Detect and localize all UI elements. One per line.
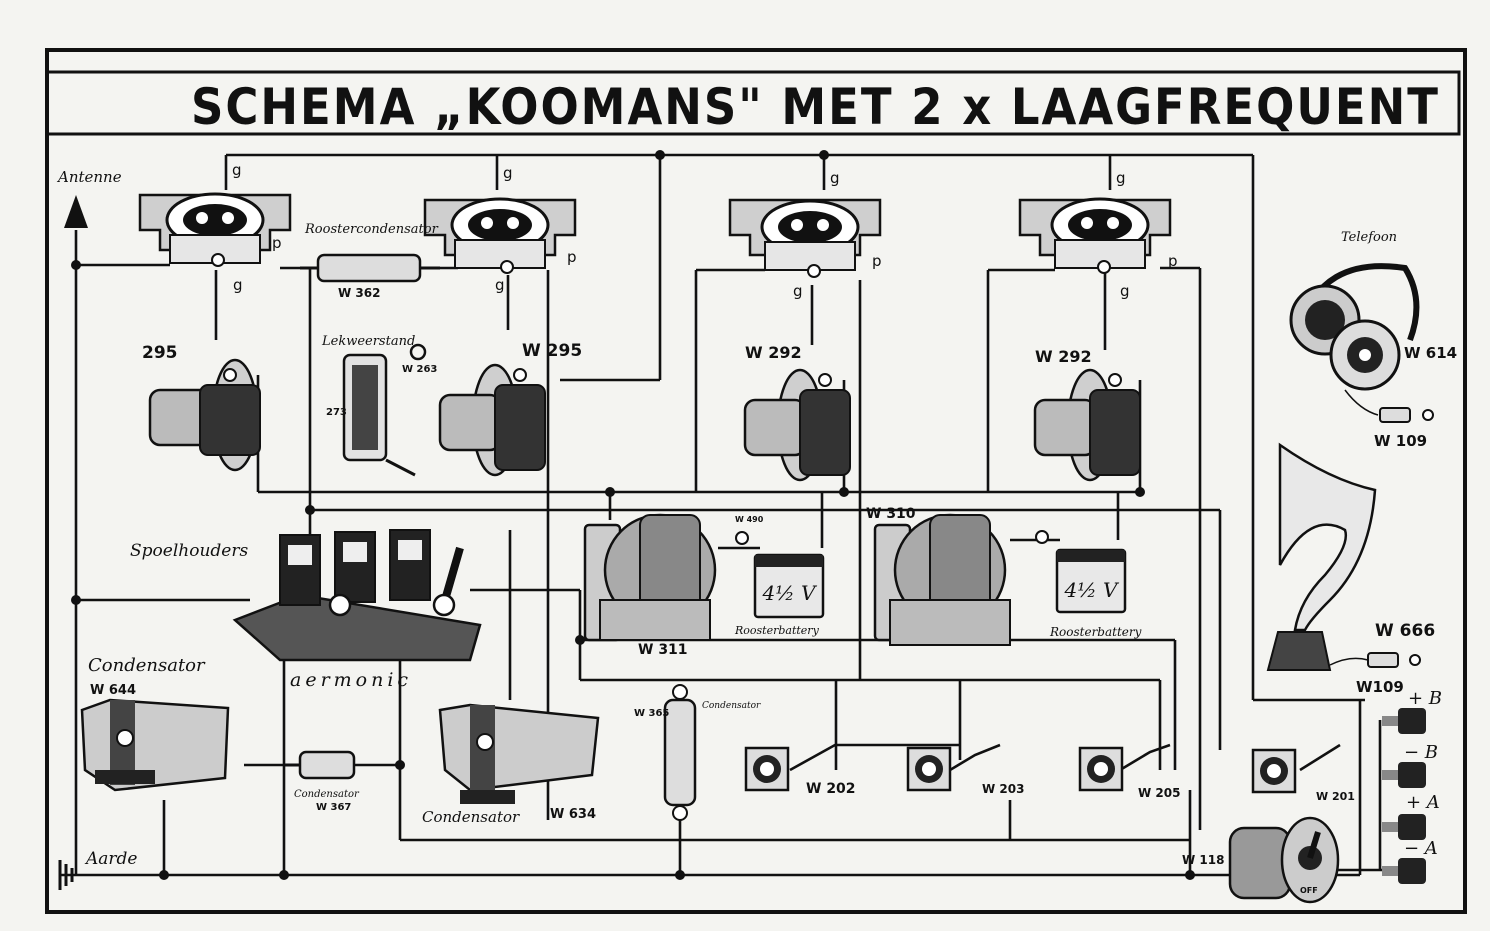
terminal-min-b-label: − B <box>1404 742 1438 763</box>
pin-g: g <box>1120 282 1130 300</box>
pin-g: g <box>495 276 505 294</box>
fixed-condenser-w367-icon <box>284 750 356 780</box>
pin-labels: g g p g g p g g p g g p <box>232 161 1178 300</box>
diagram-title: SCHEMA „KOOMANS" MET 2 x LAAGFREQUENT <box>191 78 1440 136</box>
code-w292-a: W 292 <box>745 343 802 362</box>
grid-battery-1-label: Roosterbattery <box>734 624 820 637</box>
headphones-icon <box>1289 263 1434 423</box>
code-w263: W 263 <box>402 364 437 375</box>
variable-condenser-mid-icon <box>438 703 600 804</box>
rheostat-knob-4 <box>1033 368 1141 482</box>
code-w295-mid: W 295 <box>522 341 582 361</box>
title-box <box>45 70 1461 136</box>
grid-condenser-label: Roostercondensator <box>304 222 439 237</box>
pin-g: g <box>233 276 243 294</box>
terminal-labels: + B − B + A − A <box>1404 688 1442 859</box>
code-w310: W 310 <box>866 506 916 522</box>
pin-p: p <box>567 248 577 266</box>
switch-off-label: OFF <box>1300 886 1318 895</box>
earth-label: Aarde <box>84 849 137 869</box>
condenser-small-label: Condensator <box>294 789 360 800</box>
jack-w201-icon <box>1251 748 1297 794</box>
grid-condenser-icon <box>300 253 440 283</box>
rheostat-knob-3 <box>743 368 851 482</box>
antenna-label: Antenne <box>56 168 122 186</box>
rheostat-knob-2 <box>438 363 546 477</box>
valve-holder-4 <box>1018 197 1172 274</box>
leak-resistor-icon <box>342 343 427 477</box>
outer-frame <box>45 48 1467 914</box>
code-w490: W 490 <box>735 515 764 524</box>
terminal-min-b-icon <box>1382 762 1426 788</box>
coil-holder-icon <box>232 529 482 662</box>
code-w292-b: W 292 <box>1035 347 1092 366</box>
coil-holders-label: Spoelhouders <box>130 541 248 561</box>
condenser-right-label: Condensator <box>702 701 761 711</box>
code-w109-a: W 109 <box>1374 432 1427 450</box>
valve-holder-1 <box>138 192 292 267</box>
antenna-icon <box>64 195 88 228</box>
code-w203: W 203 <box>982 782 1024 796</box>
code-w362: W 362 <box>338 286 380 300</box>
valve-holder-2 <box>423 197 577 274</box>
code-w311: W 311 <box>638 642 688 658</box>
code-w634: W 634 <box>550 807 596 822</box>
transformer-1-icon <box>583 513 717 642</box>
jack-w205-icon <box>1078 746 1124 792</box>
grid-battery-2-icon <box>1035 530 1127 614</box>
variable-condenser-left-icon <box>80 698 230 792</box>
code-w365: W 365 <box>634 708 669 719</box>
junction-dots <box>71 150 1195 880</box>
battery-1-value: 4½ V <box>762 581 818 605</box>
rheostat-knob-1 <box>148 358 261 472</box>
code-w201: W 201 <box>1316 790 1355 803</box>
pin-g: g <box>830 169 840 187</box>
pin-g: g <box>1116 169 1126 187</box>
valve-holder-3 <box>728 198 882 278</box>
condenser-mid-label: Condensator <box>422 808 520 826</box>
terminal-plus-b-label: + B <box>1408 688 1442 709</box>
earth-icon <box>58 860 74 890</box>
jack-w202-icon <box>744 746 790 792</box>
condenser-w365-icon <box>663 684 697 821</box>
code-w367: W 367 <box>316 802 351 813</box>
pin-p: p <box>1168 252 1178 270</box>
headphones-label: Telefoon <box>1341 230 1397 245</box>
switch-w118-icon <box>1228 816 1340 904</box>
code-w109-b: W109 <box>1356 678 1404 696</box>
pin-g: g <box>503 164 513 182</box>
code-w273: 273 <box>326 407 347 418</box>
pin-p: p <box>272 234 282 252</box>
transformer-2-icon <box>873 513 1011 646</box>
terminal-plus-a-icon <box>1382 814 1426 840</box>
pin-p: p <box>872 252 882 270</box>
battery-2-value: 4½ V <box>1064 578 1120 602</box>
code-w295-left: 295 <box>142 343 178 363</box>
grid-battery-1-icon <box>735 531 825 619</box>
grid-battery-2-label: Roosterbattery <box>1049 625 1142 639</box>
code-w118: W 118 <box>1182 853 1224 867</box>
harmonic-label: aermonic <box>290 669 412 691</box>
leak-resistor-label: Lekweerstand <box>321 334 415 349</box>
code-w644: W 644 <box>90 683 136 698</box>
pin-g: g <box>232 161 242 179</box>
terminal-plus-b-icon <box>1382 708 1426 734</box>
terminal-min-a-label: − A <box>1404 838 1438 859</box>
code-w205: W 205 <box>1138 786 1180 800</box>
jack-w203-icon <box>906 746 952 792</box>
pin-g: g <box>793 282 803 300</box>
code-w666: W 666 <box>1375 621 1435 641</box>
loudspeaker-horn-icon <box>1266 442 1421 671</box>
terminal-min-a-icon <box>1382 858 1426 884</box>
condenser-left-label: Condensator <box>88 655 206 676</box>
code-w614: W 614 <box>1404 344 1457 362</box>
code-w202: W 202 <box>806 781 856 797</box>
terminal-plus-a-label: + A <box>1406 792 1440 813</box>
